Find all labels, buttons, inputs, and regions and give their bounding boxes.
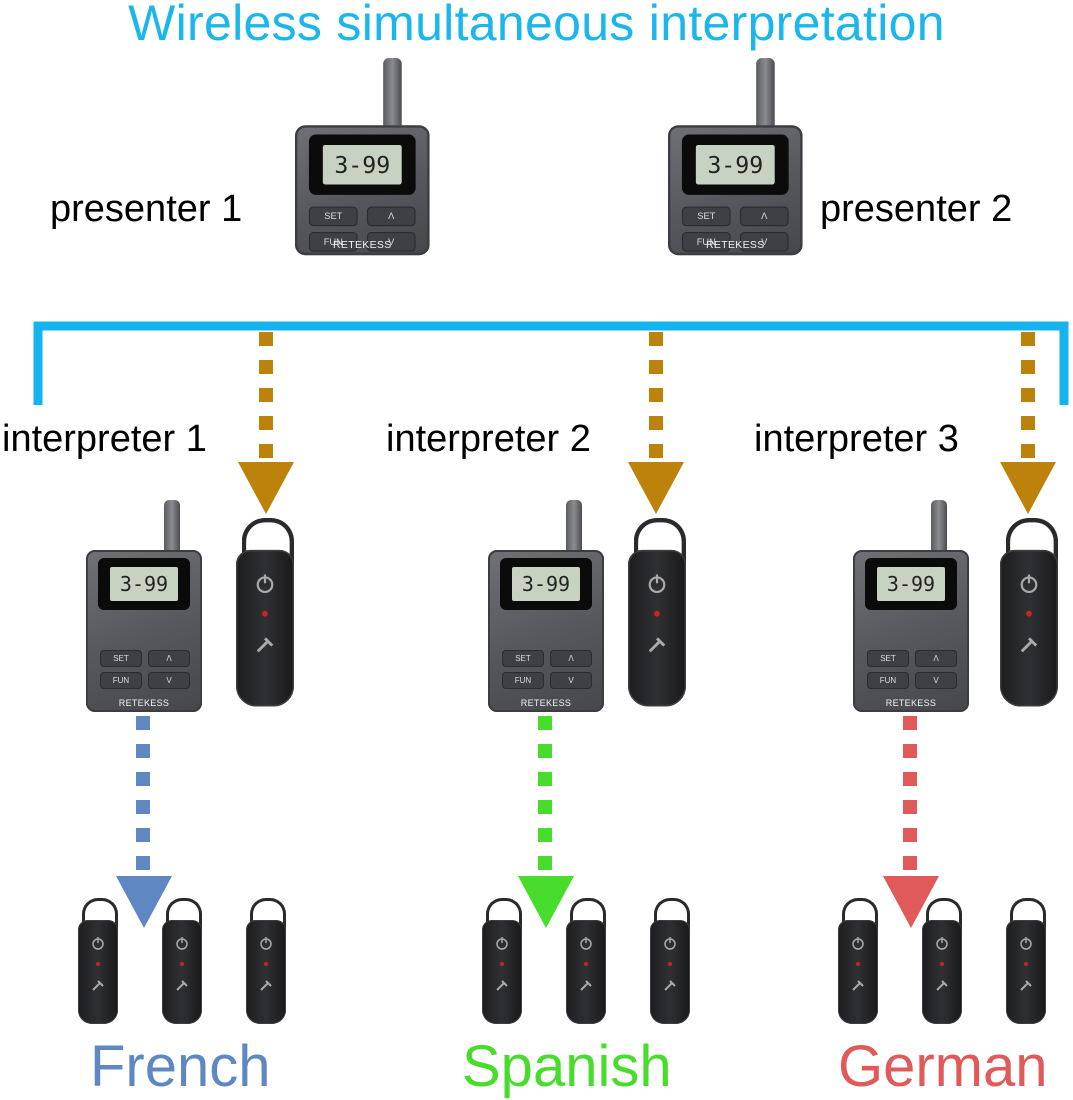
feed-arrow-1: [238, 462, 294, 514]
up-button: Λ: [148, 650, 190, 667]
interpreter-1-transmitter-icon: 3-99 SET Λ FUN V RETEKESS: [86, 500, 202, 712]
up-button: Λ: [915, 650, 957, 667]
brand-logo: RETEKESS: [885, 698, 937, 708]
feed-arrow-2: [628, 462, 684, 514]
fun-button: FUN: [867, 672, 909, 689]
up-button: Λ: [739, 206, 789, 227]
lcd-display: 3-99: [695, 145, 775, 185]
interpreter-3-label: interpreter 3: [754, 418, 959, 460]
interpreter-3-transmitter-icon: 3-99 SET Λ FUN V RETEKESS: [853, 500, 969, 712]
language-french: French: [90, 1034, 271, 1099]
fun-button: FUN: [681, 232, 731, 252]
set-button: SET: [308, 206, 358, 227]
spanish-listener-receiver-icon: [482, 898, 522, 1028]
down-button: V: [915, 672, 957, 689]
feed-arrow-3: [1000, 462, 1056, 514]
set-button: SET: [100, 650, 142, 667]
down-button: V: [366, 232, 416, 252]
presenter-2-label: presenter 2: [820, 188, 1013, 230]
interpreter-2-receiver-icon: [628, 518, 686, 707]
brand-logo: RETEKESS: [333, 238, 392, 251]
presenter-1-transmitter-icon: 3-99 SET Λ FUN V RETEKESS: [295, 58, 430, 256]
lcd-display: 3-99: [322, 145, 402, 185]
interpreter-1-receiver-icon: [236, 518, 294, 707]
fun-button: FUN: [308, 232, 358, 252]
french-listener-receiver-icon: [246, 898, 286, 1028]
down-button: V: [550, 672, 592, 689]
diagram-title: Wireless simultaneous interpretation: [128, 0, 945, 51]
french-listener-receiver-icon: [162, 898, 202, 1028]
fun-button: FUN: [100, 672, 142, 689]
german-arrow: [883, 876, 939, 928]
german-listener-receiver-icon: [838, 898, 878, 1028]
spanish-arrow: [518, 876, 574, 928]
presenter-1-label: presenter 1: [50, 188, 243, 230]
presenter-bus-line: [33, 321, 1069, 405]
set-button: SET: [867, 650, 909, 667]
interpreter-3-receiver-icon: [1000, 518, 1058, 707]
german-listener-receiver-icon: [1006, 898, 1046, 1028]
fun-button: FUN: [502, 672, 544, 689]
interpreter-1-label: interpreter 1: [2, 418, 207, 460]
interpreter-2-label: interpreter 2: [386, 418, 591, 460]
french-arrow: [116, 876, 172, 928]
german-listener-receiver-icon: [922, 898, 962, 1028]
set-button: SET: [681, 206, 731, 227]
lcd-display: 3-99: [877, 567, 945, 601]
brand-logo: RETEKESS: [520, 698, 572, 708]
down-button: V: [148, 672, 190, 689]
lcd-display: 3-99: [110, 567, 178, 601]
set-button: SET: [502, 650, 544, 667]
lcd-display: 3-99: [512, 567, 580, 601]
brand-logo: RETEKESS: [706, 238, 765, 251]
interpreter-2-transmitter-icon: 3-99 SET Λ FUN V RETEKESS: [488, 500, 604, 712]
up-button: Λ: [366, 206, 416, 227]
language-german: German: [838, 1034, 1048, 1099]
up-button: Λ: [550, 650, 592, 667]
down-button: V: [739, 232, 789, 252]
spanish-listener-receiver-icon: [566, 898, 606, 1028]
spanish-listener-receiver-icon: [650, 898, 690, 1028]
presenter-2-transmitter-icon: 3-99 SET Λ FUN V RETEKESS: [668, 58, 803, 256]
language-spanish: Spanish: [462, 1034, 672, 1099]
brand-logo: RETEKESS: [118, 698, 170, 708]
french-listener-receiver-icon: [78, 898, 118, 1028]
